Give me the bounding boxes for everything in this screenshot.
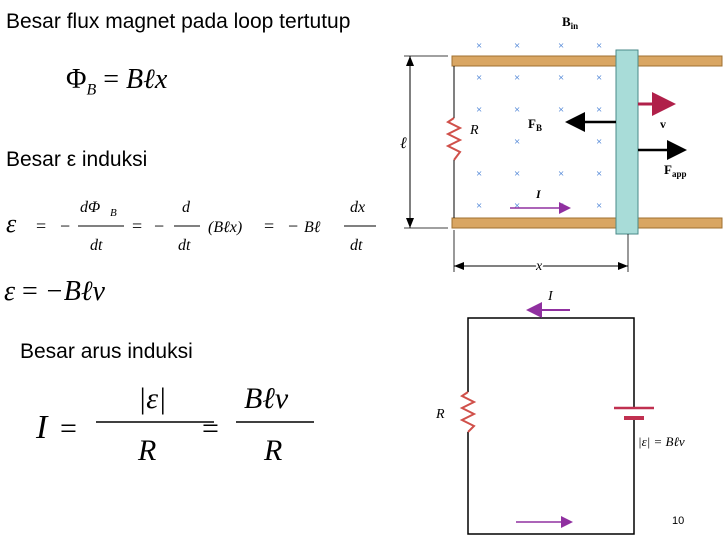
equivalent-circuit-diagram: R |ε| = Bℓv I: [435, 289, 685, 535]
svg-text:×: ×: [476, 200, 482, 212]
svg-text:dt: dt: [90, 237, 103, 254]
applied-force-label: Fapp: [664, 162, 686, 179]
svg-text:R: R: [263, 434, 282, 467]
circuit-resistor-label: R: [435, 407, 445, 422]
svg-text:×: ×: [596, 136, 602, 148]
svg-text:×: ×: [476, 72, 482, 84]
source-label: |ε| = Bℓv: [638, 434, 685, 449]
svg-text:dt: dt: [350, 237, 363, 254]
magnetic-force-label: FB: [528, 116, 542, 133]
sliding-bar-diagram: Bin R × × × × × × × × × × × × × × × × × × × × × × FB v F…: [400, 14, 723, 276]
svg-text:×: ×: [596, 72, 602, 84]
velocity-label: v: [660, 117, 666, 131]
svg-text:×: ×: [514, 40, 520, 52]
svg-text:dΦ: dΦ: [80, 199, 100, 216]
svg-text:=: =: [202, 412, 219, 445]
field-label: Bin: [562, 14, 578, 31]
equation-emf-result: ε = −Bℓv: [4, 276, 105, 307]
svg-text:I: I: [35, 409, 49, 446]
resistor-bottom: [459, 391, 477, 433]
distance-label: x: [535, 259, 543, 274]
svg-text:×: ×: [476, 168, 482, 180]
svg-text:×: ×: [514, 168, 520, 180]
svg-text:×: ×: [558, 200, 564, 212]
svg-text:dx: dx: [350, 199, 365, 216]
length-label: ℓ: [400, 135, 407, 152]
svg-text:=: =: [264, 216, 274, 236]
equation-emf-derivation: ε = − dΦ B dt = − d dt (Bℓx) = − Bℓ dx d…: [6, 199, 376, 254]
svg-text:×: ×: [514, 136, 520, 148]
svg-text:R: R: [137, 434, 156, 467]
svg-text:×: ×: [514, 104, 520, 116]
svg-text:×: ×: [596, 104, 602, 116]
equation-current: I = |ε| R = Bℓv R: [35, 382, 314, 467]
svg-text:ε: ε: [6, 209, 17, 238]
svg-text:×: ×: [596, 40, 602, 52]
svg-text:−: −: [288, 216, 298, 236]
sliding-bar: [615, 49, 639, 235]
heading-current: Besar arus induksi: [20, 340, 193, 363]
resistor-label: R: [469, 123, 479, 138]
svg-text:×: ×: [596, 168, 602, 180]
resistor-top: [445, 117, 463, 161]
svg-text:dt: dt: [178, 237, 191, 254]
svg-text:−: −: [60, 216, 70, 236]
svg-text:×: ×: [514, 72, 520, 84]
svg-text:×: ×: [514, 200, 520, 212]
svg-text:(Bℓx): (Bℓx): [208, 219, 242, 236]
svg-text:−: −: [154, 216, 164, 236]
svg-text:d: d: [182, 199, 191, 216]
heading-emf: Besar ε induksi: [6, 148, 148, 171]
current-label-bottom: I: [547, 289, 554, 304]
svg-text:Bℓ: Bℓ: [304, 219, 321, 236]
svg-text:=: =: [60, 412, 77, 445]
svg-text:×: ×: [476, 40, 482, 52]
svg-text:×: ×: [476, 104, 482, 116]
equation-flux: ΦB = Bℓx: [66, 64, 168, 99]
top-rail: [451, 55, 723, 67]
svg-text:Bℓv: Bℓv: [244, 382, 289, 415]
heading-flux: Besar flux magnet pada loop tertutup: [6, 10, 351, 33]
svg-text:B: B: [110, 207, 117, 219]
svg-text:×: ×: [558, 104, 564, 116]
svg-text:|ε|: |ε|: [138, 382, 166, 415]
svg-text:×: ×: [558, 72, 564, 84]
current-label-top: I: [535, 187, 542, 201]
slide-number: 10: [672, 515, 685, 527]
svg-text:=: =: [132, 216, 142, 236]
svg-text:×: ×: [596, 200, 602, 212]
svg-text:×: ×: [558, 168, 564, 180]
svg-text:×: ×: [558, 40, 564, 52]
bottom-rail: [451, 217, 723, 229]
svg-text:=: =: [36, 216, 46, 236]
